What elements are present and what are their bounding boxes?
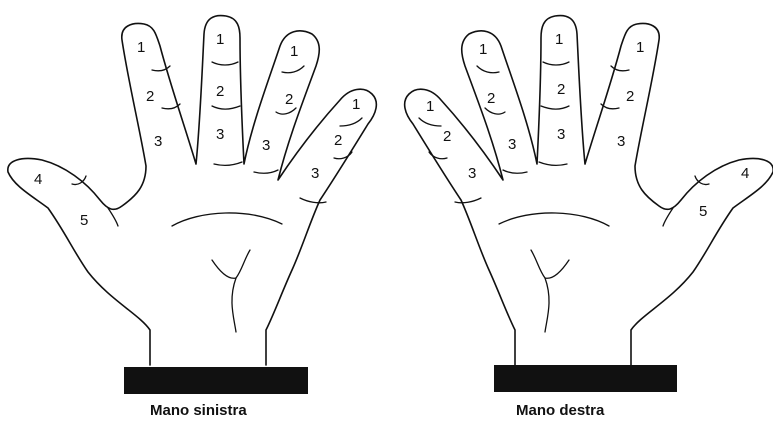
left-hand [8, 16, 377, 365]
left-little-label-3: 3 [311, 165, 319, 182]
left-thumb-label-4: 4 [34, 171, 42, 188]
right-little-label-3: 3 [468, 165, 476, 182]
left-hand-caption: Mano sinistra [150, 402, 247, 419]
left-hand-outline [8, 16, 377, 365]
right-ring-label-3: 3 [508, 136, 516, 153]
left-little-label-1: 1 [352, 96, 360, 113]
left-palm-line-upper [172, 213, 282, 226]
right-hand-caption: Mano destra [516, 402, 604, 419]
right-thumb-label-5: 5 [699, 203, 707, 220]
right-middle-label-1: 1 [555, 31, 563, 48]
right-ring-label-1: 1 [479, 41, 487, 58]
right-index-label-1: 1 [636, 39, 644, 56]
left-middle-label-1: 1 [216, 31, 224, 48]
right-thumb-label-4: 4 [741, 165, 749, 182]
left-ring-label-2: 2 [285, 91, 293, 108]
right-middle-label-2: 2 [557, 81, 565, 98]
left-index-label-3: 3 [154, 133, 162, 150]
right-wrist-bar [494, 365, 677, 392]
right-middle-label-3: 3 [557, 126, 565, 143]
left-ring-label-3: 3 [262, 137, 270, 154]
left-middle-label-2: 2 [216, 83, 224, 100]
right-little-label-2: 2 [443, 128, 451, 145]
left-wrist-bar [124, 367, 308, 394]
left-middle-label-3: 3 [216, 126, 224, 143]
right-index-label-2: 2 [626, 88, 634, 105]
left-palm-line-lower [232, 278, 236, 332]
left-index-label-1: 1 [137, 39, 145, 56]
left-little-label-2: 2 [334, 132, 342, 149]
left-palm-line-v [212, 250, 250, 278]
left-thumb-label-5: 5 [80, 212, 88, 229]
left-ring-label-1: 1 [290, 43, 298, 60]
left-index-label-2: 2 [146, 88, 154, 105]
right-little-label-1: 1 [426, 98, 434, 115]
right-index-label-3: 3 [617, 133, 625, 150]
right-hand-outline [405, 16, 773, 365]
right-ring-label-2: 2 [487, 90, 495, 107]
right-hand [405, 16, 773, 365]
